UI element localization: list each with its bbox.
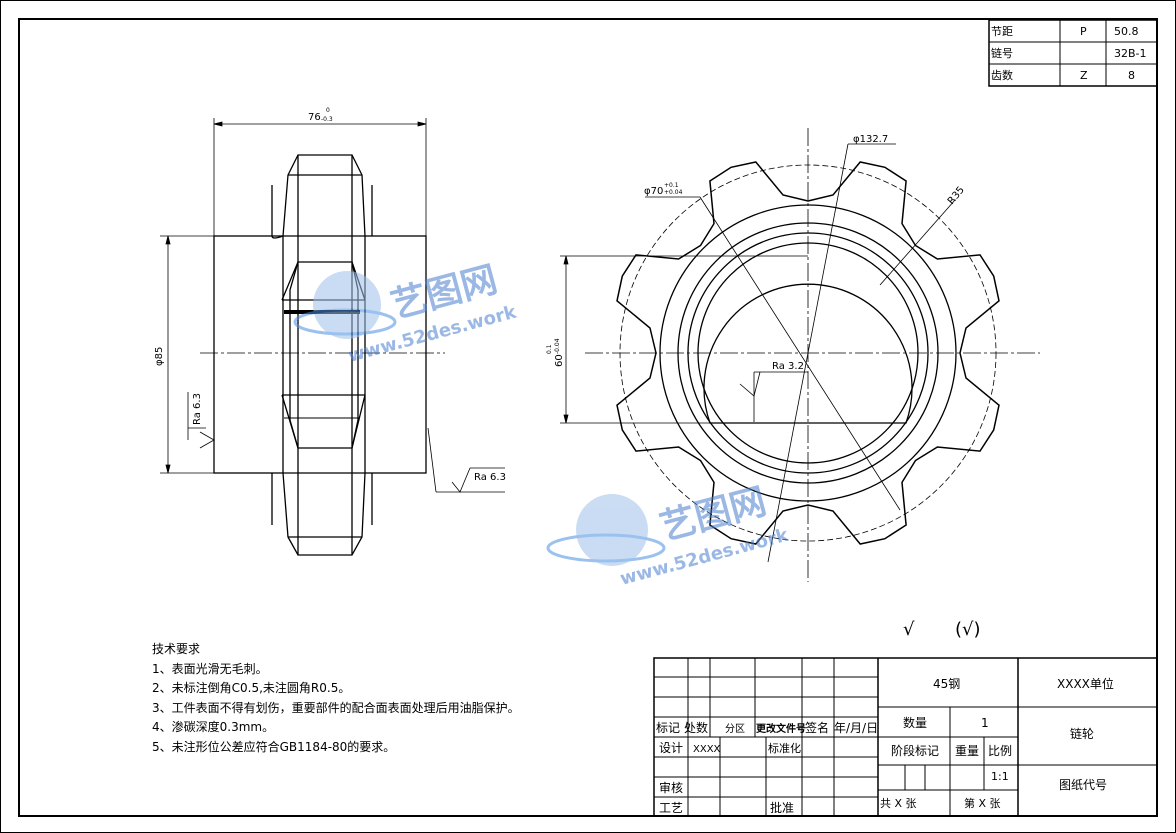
ra-right-text: Ra 6.3 [474,472,506,483]
title-block-grid [653,657,1158,817]
bore-tol-lower: +0.04 [664,189,683,196]
note-item: 2、未标注倒角C0.5,未注圆角R0.5。 [152,681,351,695]
tb-design-label: 设计 [659,741,683,755]
width-dimension [213,118,427,236]
bore-tol-upper: +0.1 [664,182,679,189]
param-label-chain: 链号 [991,46,1013,60]
note-item: 4、渗碳深度0.3mm。 [152,720,275,734]
tb-weight-label: 重量 [955,744,979,758]
param-value-pitch: 50.8 [1114,25,1139,38]
hub-dia-text: φ85 [154,347,165,366]
param-symbol-pitch: P [1080,25,1087,38]
ra-left-text: Ra 6.3 [192,393,203,425]
outer-dia-text: φ132.7 [853,134,888,145]
key-tol-lower: -0.04 [554,338,561,354]
tb-hdr-date: 年/月/日 [834,721,878,735]
tb-drawing-no: 图纸代号 [1059,778,1107,792]
side-view [213,154,427,556]
width-tol-lower: -0.3 [321,116,333,123]
tb-hdr-mark: 标记 [656,721,680,735]
surface-finish-bracket: (√) [955,619,981,640]
hub-dia-dimension [160,235,214,474]
width-tol-upper: 0 [326,107,330,114]
param-value-teeth: 8 [1128,69,1135,82]
tb-part-name: 链轮 [1070,726,1094,741]
tb-hdr-sign: 签名 [805,720,829,735]
note-item: 1、表面光滑无毛刺。 [152,661,268,676]
param-label-teeth: 齿数 [991,69,1013,82]
tb-scale-label: 比例 [988,744,1012,758]
tb-material: 45钢 [933,677,960,691]
ra-left-symbol [187,392,215,449]
tb-hdr-count: 处数 [684,720,708,735]
bore-dia-text: φ70 [644,186,663,197]
note-item: 5、未注形位公差应符合GB1184-80的要求。 [152,739,396,754]
tb-review-label: 审核 [659,780,683,795]
ra-bore-text: Ra 3.2 [772,361,804,372]
radius-text: R35 [946,185,967,207]
param-value-chain: 32B-1 [1114,47,1147,60]
tb-quantity: 1 [981,716,989,730]
width-dim-text: 76 [308,112,321,123]
key-tol-upper: 0.1 [546,344,553,354]
note-item: 3、工件表面不得有划伤，重要部件的配合面表面处理后用油脂保护。 [152,700,520,715]
tb-total-sheets: 共 X 张 [880,797,917,810]
drawing-border [18,18,1158,817]
tb-hdr-change: 更改文件号 [756,722,806,735]
param-label-pitch: 节距 [991,25,1013,38]
tb-sheet-no: 第 X 张 [964,796,1001,810]
param-symbol-teeth: Z [1080,69,1088,82]
technical-requirements: 技术要求 1、表面光滑无毛刺。 2、未标注倒角C0.5,未注圆角R0.5。 3、… [152,640,520,757]
tb-quantity-label: 数量 [903,715,927,730]
tb-hdr-zone: 分区 [725,723,745,735]
watermark-2: 艺图网 www.52des.work [546,481,791,590]
front-dimensions [560,143,956,563]
tb-designer: XXXX [693,744,721,755]
tb-company: XXXX单位 [1057,676,1114,691]
tb-scale: 1:1 [991,770,1009,783]
param-table [988,19,1158,87]
notes-title: 技术要求 [152,642,201,656]
tb-stage-label: 阶段标记 [891,743,939,758]
key-height-text: 60 [554,354,565,367]
tb-standard-label: 标准化 [768,741,801,755]
tb-process-label: 工艺 [659,801,683,815]
ra-right-symbol [427,427,505,493]
surface-finish-symbol: √ [903,619,915,640]
tb-approve-label: 批准 [770,800,794,815]
